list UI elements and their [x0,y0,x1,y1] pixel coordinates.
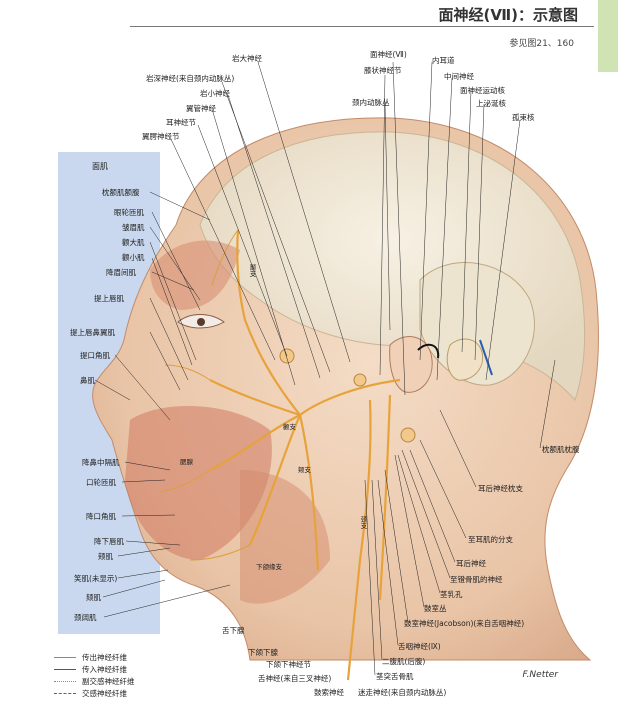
netter-signature: F.Netter [522,670,558,680]
label-zygomatic-branch: 颧支 [283,423,296,431]
label-muscle-orbicularis-oris: 口轮匝肌 [86,478,116,487]
label-stylomastoid-foramen: 茎乳孔 [440,590,463,599]
legend-efferent-line [54,657,76,658]
figure-reference: 参见图21、160 [509,39,574,49]
label-sublingual-gland: 舌下腺 [222,626,245,635]
label-muscle-zygomaticus-major: 颧大肌 [122,238,145,247]
chapter-tab [598,0,618,72]
label-branch-to-auricular-muscles: 至耳肌的分支 [468,535,513,544]
label-posterior-auricular-nerve: 耳后神经 [456,559,486,568]
legend-parasympathetic-line [54,681,76,682]
label-submandibular-gland: 下颌下腺 [248,648,278,657]
label-muscle-procerus: 降眉间肌 [106,268,136,277]
label-buccal-branch: 颊支 [298,466,311,474]
label-muscle-platysma: 颈阔肌 [74,613,97,622]
legend-sympathetic-label: 交感神经纤维 [82,689,127,698]
label-pterygoid-canal-nerve: 翼管神经 [186,104,216,113]
label-intermediate-nerve: 中间神经 [444,72,474,81]
title-divider [130,26,594,27]
legend-afferent-line [54,669,76,670]
label-nerve-to-stapedius: 至镫骨肌的神经 [450,575,503,584]
legend-parasympathetic-label: 副交感神经纤维 [82,677,135,686]
label-mandibular-branch: 下颌缘支 [256,563,282,571]
label-muscle-mentalis: 颏肌 [86,593,101,602]
label-muscle-nasalis: 鼻肌 [80,376,95,385]
label-muscle-levator-labii-alaeque: 提上唇鼻翼肌 [70,328,115,337]
label-lesser-petrosal-nerve: 岩小神经 [200,89,230,98]
label-stylohyoid-muscle: 茎突舌骨肌 [376,672,414,681]
label-muscle-levator-labii: 提上唇肌 [94,294,124,303]
label-cervical-branch: 颈支 [359,516,367,529]
label-muscle-corrugator: 皱眉肌 [122,223,145,232]
label-facial-nerve: 面神经(Ⅶ) [370,50,407,59]
label-deep-petrosal-nerve: 岩深神经(来自颈内动脉丛) [146,74,235,83]
label-chorda-tympani: 鼓索神经 [314,688,344,697]
label-muscle-depressor-labii: 降下唇肌 [94,537,124,546]
label-posterior-auricular-occipital-branch: 耳后神经枕支 [478,484,523,493]
label-solitary-tract-nucleus: 孤束核 [512,113,535,122]
label-muscle-zygomaticus-minor: 颧小肌 [122,253,145,262]
label-submandibular-ganglion: 下颌下神经节 [266,660,311,669]
label-temporal-branch: 颞支 [248,264,256,277]
panel-title: 面肌 [92,162,108,171]
label-parotid: 腮腺 [180,458,193,466]
label-glossopharyngeal-nerve: 舌咽神经(Ⅸ) [398,642,441,651]
label-facial-motor-nucleus: 面神经运动核 [460,86,505,95]
label-vagus-nerve: 迷走神经(来自颈内动脉丛) [358,688,447,697]
legend-sympathetic-line [54,693,76,694]
label-greater-petrosal-nerve: 岩大神经 [232,54,262,63]
label-muscle-depressor-septi: 降鼻中隔肌 [82,458,120,467]
label-internal-acoustic-meatus: 内耳道 [432,56,455,65]
label-muscle-levator-anguli-oris: 提口角肌 [80,351,110,360]
label-occipitalis: 枕额肌枕腹 [542,445,580,454]
label-tympanic-nerve-jacobson: 鼓室神经(Jacobson)(来自舌咽神经) [404,619,525,628]
label-muscle-risorius: 笑肌(未显示) [74,574,118,583]
label-lingual-nerve: 舌神经(来自三叉神经) [258,674,332,683]
label-tympanic-plexus: 鼓室丛 [424,604,447,613]
legend-afferent-label: 传入神经纤维 [82,665,127,674]
label-superior-salivatory-nucleus: 上泌涎核 [476,99,506,108]
label-otic-ganglion: 耳神经节 [166,118,196,127]
label-digastric-posterior: 二腹肌(后腹) [382,657,426,666]
label-muscle-orbicularis-oculi: 眼轮匝肌 [114,208,144,217]
label-muscle-buccinator: 颊肌 [98,552,113,561]
label-pterygopalatine-ganglion: 翼腭神经节 [142,132,180,141]
legend-efferent-label: 传出神经纤维 [82,653,127,662]
page-title: 面神经(Ⅶ)：示意图 [438,6,579,24]
label-muscle-depressor-anguli-oris: 降口角肌 [86,512,116,521]
label-geniculate-ganglion: 膝状神经节 [364,66,402,75]
label-muscle-frontalis: 枕额肌额腹 [102,188,140,197]
label-internal-carotid-plexus: 颈内动脉丛 [352,98,390,107]
